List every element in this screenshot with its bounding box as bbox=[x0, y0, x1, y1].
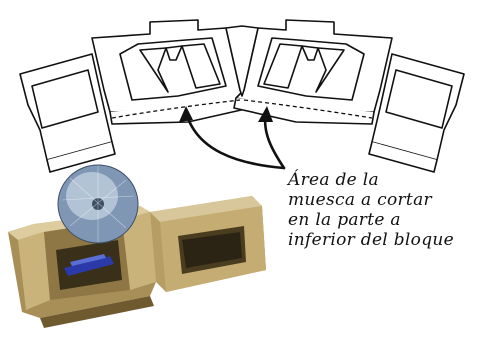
notch-area-caption: Área de la muesca a cortar en la parte a… bbox=[288, 170, 484, 250]
notch-line-left bbox=[111, 99, 241, 119]
notch-line-right bbox=[243, 99, 373, 119]
block-right-center bbox=[233, 19, 393, 125]
caption-line-2: muesca a cortar bbox=[288, 190, 432, 210]
circular-saw-icon bbox=[57, 164, 139, 276]
block-arc-drawing bbox=[19, 19, 465, 173]
block-far-right bbox=[368, 53, 465, 173]
concrete-block-icon bbox=[8, 196, 266, 328]
arrow-heads bbox=[179, 106, 273, 122]
caption-line-1: Área de la bbox=[288, 170, 379, 190]
center-joint bbox=[225, 25, 259, 97]
block-far-left bbox=[19, 53, 116, 173]
caption-line-4: inferior del bloque bbox=[288, 230, 454, 250]
block-left-center bbox=[91, 19, 251, 125]
caption-line-3: en la parte a bbox=[288, 210, 401, 230]
